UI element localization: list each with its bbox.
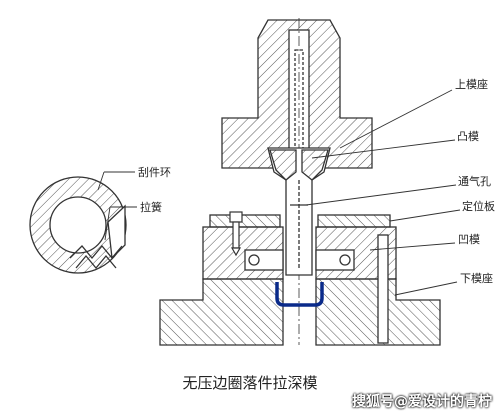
label-lower-die-seat: 下模座 [460, 271, 493, 285]
lower-die-seat [159, 234, 441, 346]
label-scraper-ring: 刮件环 [138, 165, 171, 179]
label-locating-plate: 定位板 [462, 199, 495, 213]
label-tension-spring: 拉簧 [140, 200, 162, 214]
label-upper-die-seat: 上模座 [455, 77, 488, 91]
scraper-ring-detail [29, 176, 127, 274]
drawn-cup [275, 282, 324, 307]
spring-screw [229, 211, 243, 257]
watermark: 搜狐号@爱设计的青柠 [352, 394, 492, 410]
upper-die-seat [221, 18, 373, 345]
caption: 无压边圈落件拉深模 [182, 374, 318, 392]
punch [267, 147, 331, 276]
label-punch: 凸模 [457, 130, 479, 143]
label-vent-hole: 通气孔 [458, 174, 491, 188]
leader-lines [97, 89, 461, 296]
label-die: 凹模 [458, 233, 480, 246]
